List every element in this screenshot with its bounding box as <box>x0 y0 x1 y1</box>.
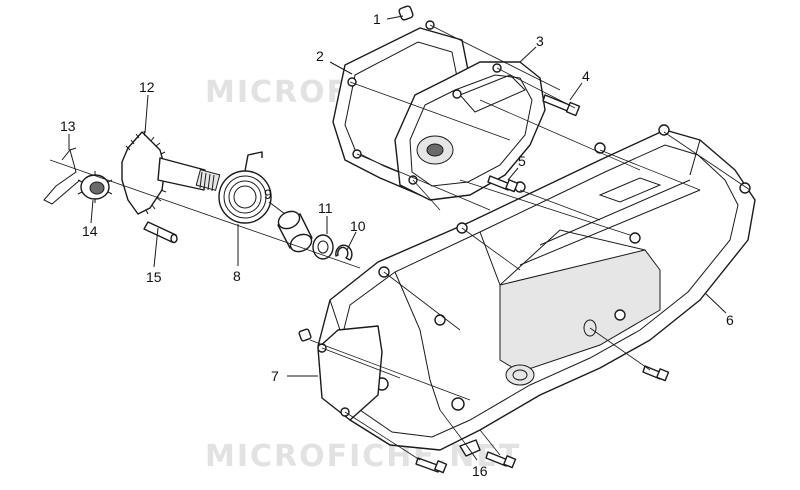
callout-8: 8 <box>233 268 241 284</box>
callout-4: 4 <box>582 68 590 84</box>
callout-11: 11 <box>318 200 333 216</box>
callout-1: 1 <box>373 11 381 27</box>
part-10-circlip <box>335 244 353 261</box>
part-15-pin <box>143 221 178 244</box>
part-8-return-spring <box>218 151 272 224</box>
callout-2: 2 <box>316 48 324 64</box>
part-9-bushing <box>277 210 313 253</box>
part-7-gasket <box>317 325 383 421</box>
part-13-spring-clip <box>43 147 81 205</box>
callout-9: 9 <box>264 186 272 202</box>
callout-3: 3 <box>536 33 544 49</box>
part-3-kickstart-housing <box>394 61 546 201</box>
part-1-dowel-pin <box>398 5 414 21</box>
bolt-cover-bottom-right <box>485 451 517 469</box>
callout-14: 14 <box>82 223 98 239</box>
reference-lines <box>49 24 751 461</box>
callout-15: 15 <box>146 269 162 285</box>
callout-16: 16 <box>472 463 488 479</box>
callout-6: 6 <box>726 312 734 328</box>
part-14-pinion <box>77 171 113 203</box>
callout-5: 5 <box>518 153 526 169</box>
part-12-kickstart-shaft <box>121 130 221 215</box>
callout-12: 12 <box>139 79 155 95</box>
part-16-clip <box>459 439 481 457</box>
bolt-cover-bottom-left <box>415 457 448 474</box>
callout-13: 13 <box>60 118 76 134</box>
callout-7: 7 <box>271 368 279 384</box>
leader-lines <box>68 15 727 461</box>
bolt-cover-right <box>642 365 670 382</box>
part-4-bolt <box>542 94 581 117</box>
part-5-bolt <box>487 175 519 193</box>
callout-10: 10 <box>350 218 366 234</box>
dowel-pin-7 <box>298 328 312 342</box>
callout-labels: 1 2 3 4 5 6 7 8 9 11 10 12 13 14 15 16 <box>60 11 734 479</box>
